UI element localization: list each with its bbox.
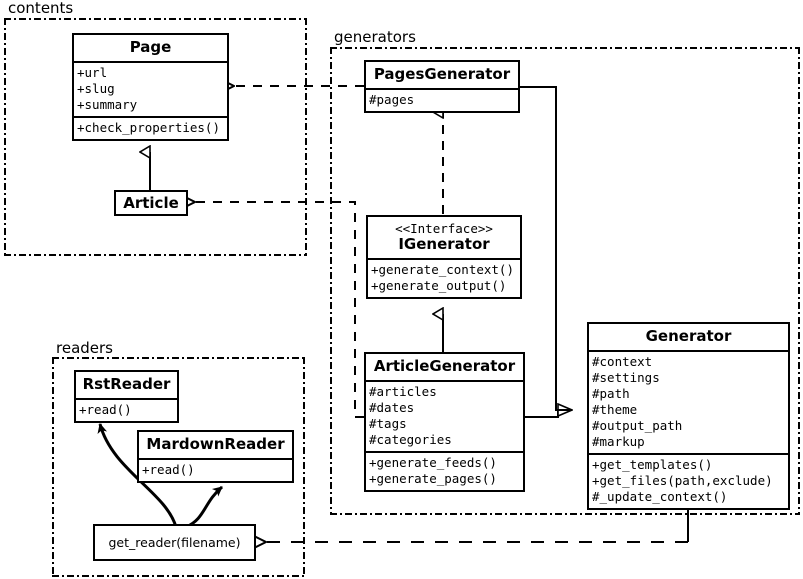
operation-generate-output: +generate_output()	[371, 278, 507, 293]
class-box-pagesgenerator[interactable]: PagesGenerator #pages	[364, 60, 520, 113]
class-name-article: Article	[123, 193, 179, 212]
attribute-url: +url	[77, 65, 108, 80]
attribute-tags: #tags	[369, 416, 407, 431]
function-name-get-reader: get_reader(filename)	[108, 535, 241, 550]
attribute-categories: #categories	[369, 432, 452, 447]
class-name-mardownreader: MardownReader	[146, 435, 285, 453]
package-label-generators: generators	[332, 28, 418, 46]
attribute-markup: #markup	[592, 434, 645, 449]
package-label-readers: readers	[54, 339, 115, 357]
attribute-context: #context	[592, 354, 653, 369]
class-box-page[interactable]: Page +url +slug +summary +check_properti…	[72, 33, 229, 141]
class-stereotype-igenerator: <<Interface>>	[395, 221, 493, 236]
operation-get-templates: +get_templates()	[592, 457, 713, 472]
class-operations-mardownreader: +read()	[139, 458, 292, 481]
class-name-pagesgenerator: PagesGenerator	[373, 65, 511, 83]
attribute-theme: #theme	[592, 402, 638, 417]
class-box-article[interactable]: Article	[114, 190, 188, 216]
class-operations-page: +check_properties()	[74, 116, 227, 139]
operation-rstreader-read: +read()	[79, 402, 132, 417]
class-attributes-articlegenerator: #articles #dates #tags #categories	[366, 380, 523, 451]
attribute-summary: +summary	[77, 97, 138, 112]
class-box-mardownreader[interactable]: MardownReader +read()	[137, 430, 294, 483]
class-name-generator: Generator	[645, 327, 732, 345]
class-attributes-pagesgenerator: #pages	[366, 88, 518, 111]
class-name-articlegenerator: ArticleGenerator	[373, 357, 516, 375]
class-name-igenerator-text: IGenerator	[398, 235, 490, 253]
attribute-dates: #dates	[369, 400, 415, 415]
class-box-get-reader[interactable]: get_reader(filename)	[93, 524, 256, 561]
operation-generate-feeds: +generate_feeds()	[369, 455, 497, 470]
operation-update-context: #_update_context()	[592, 489, 728, 504]
class-operations-rstreader: +read()	[76, 398, 177, 421]
operation-generate-context: +generate_context()	[371, 262, 514, 277]
package-label-contents: contents	[6, 0, 76, 17]
class-box-igenerator[interactable]: <<Interface>> IGenerator +generate_conte…	[366, 215, 522, 299]
operation-get-files: +get_files(path,exclude)	[592, 473, 773, 488]
class-name-page: Page	[129, 38, 172, 56]
attribute-settings: #settings	[592, 370, 660, 385]
operation-check-properties: +check_properties()	[77, 120, 220, 135]
operation-mardownreader-read: +read()	[142, 462, 195, 477]
class-box-articlegenerator[interactable]: ArticleGenerator #articles #dates #tags …	[364, 352, 525, 492]
class-box-rstreader[interactable]: RstReader +read()	[74, 370, 179, 423]
operation-generate-pages: +generate_pages()	[369, 471, 497, 486]
attribute-articles: #articles	[369, 384, 437, 399]
class-attributes-generator: #context #settings #path #theme #output_…	[589, 350, 788, 453]
class-operations-articlegenerator: +generate_feeds() +generate_pages()	[366, 451, 523, 490]
class-operations-igenerator: +generate_context() +generate_output()	[368, 258, 520, 297]
class-operations-generator: +get_templates() +get_files(path,exclude…	[589, 453, 788, 508]
class-name-igenerator: <<Interface>> IGenerator	[368, 217, 520, 258]
attribute-output-path: #output_path	[592, 418, 683, 433]
class-attributes-page: +url +slug +summary	[74, 61, 227, 116]
class-name-rstreader: RstReader	[82, 375, 171, 393]
attribute-path: #path	[592, 386, 630, 401]
attribute-pages: #pages	[369, 92, 415, 107]
class-box-generator[interactable]: Generator #context #settings #path #them…	[587, 322, 790, 510]
attribute-slug: +slug	[77, 81, 115, 96]
